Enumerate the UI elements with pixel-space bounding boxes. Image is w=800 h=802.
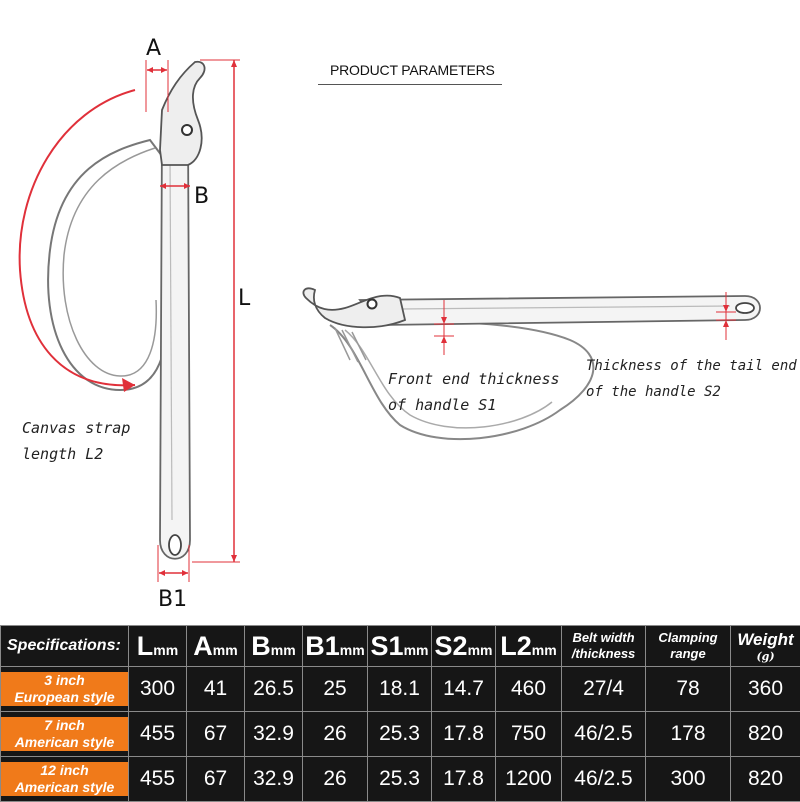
label-b1: B1 bbox=[158, 587, 187, 612]
cell-l: 300 bbox=[129, 667, 187, 712]
cell-s2: 17.8 bbox=[432, 712, 496, 757]
specifications-table: Specifications: Lmm Amm Bmm B1mm S1mm S2… bbox=[0, 625, 800, 802]
header-belt: Belt width/thickness bbox=[562, 626, 646, 667]
vertical-head bbox=[160, 62, 205, 165]
horizontal-head bbox=[303, 288, 405, 327]
header-s2: S2mm bbox=[432, 626, 496, 667]
cell-b: 32.9 bbox=[245, 712, 303, 757]
label-l: L bbox=[238, 286, 250, 311]
cell-l2: 750 bbox=[496, 712, 562, 757]
cell-s1: 25.3 bbox=[368, 757, 432, 802]
header-s1: S1mm bbox=[368, 626, 432, 667]
cell-l2: 460 bbox=[496, 667, 562, 712]
canvas-strap-label: Canvas strap length L2 bbox=[22, 415, 130, 467]
title-underline bbox=[318, 84, 502, 85]
table-header-row: Specifications: Lmm Amm Bmm B1mm S1mm S2… bbox=[1, 626, 800, 667]
cell-a: 41 bbox=[187, 667, 245, 712]
label-a: A bbox=[146, 36, 161, 61]
specifications-header: Specifications: bbox=[1, 626, 129, 667]
cell-l2: 1200 bbox=[496, 757, 562, 802]
cell-clamping: 78 bbox=[646, 667, 731, 712]
cell-b: 32.9 bbox=[245, 757, 303, 802]
label-b: B bbox=[194, 184, 209, 209]
header-l2: L2mm bbox=[496, 626, 562, 667]
front-thickness-label: Front end thickness of handle S1 bbox=[388, 366, 560, 418]
vertical-handle bbox=[160, 130, 190, 559]
cell-l: 455 bbox=[129, 712, 187, 757]
cell-s1: 25.3 bbox=[368, 712, 432, 757]
cell-s2: 14.7 bbox=[432, 667, 496, 712]
header-l: Lmm bbox=[129, 626, 187, 667]
cell-b1: 25 bbox=[303, 667, 368, 712]
cell-belt: 46/2.5 bbox=[562, 712, 646, 757]
header-weight: Weight(g) bbox=[731, 626, 800, 667]
cell-clamping: 178 bbox=[646, 712, 731, 757]
product-diagram: A B L B1 PRODUCT PARAMETERS Canvas strap… bbox=[0, 0, 800, 625]
cell-weight: 820 bbox=[731, 712, 800, 757]
cell-weight: 360 bbox=[731, 667, 800, 712]
header-b1: B1mm bbox=[303, 626, 368, 667]
tail-thickness-label: Thickness of the tail end of the handle … bbox=[586, 353, 797, 405]
cell-l: 455 bbox=[129, 757, 187, 802]
vertical-strap-loop bbox=[48, 140, 166, 390]
cell-a: 67 bbox=[187, 712, 245, 757]
cell-belt: 27/4 bbox=[562, 667, 646, 712]
header-a: Amm bbox=[187, 626, 245, 667]
cell-b1: 26 bbox=[303, 712, 368, 757]
cell-s1: 18.1 bbox=[368, 667, 432, 712]
cell-weight: 820 bbox=[731, 757, 800, 802]
cell-belt: 46/2.5 bbox=[562, 757, 646, 802]
wrench-illustration bbox=[0, 0, 800, 625]
cell-clamping: 300 bbox=[646, 757, 731, 802]
header-b: Bmm bbox=[245, 626, 303, 667]
cell-b: 26.5 bbox=[245, 667, 303, 712]
cell-b1: 26 bbox=[303, 757, 368, 802]
horizontal-handle bbox=[360, 296, 760, 325]
cell-a: 67 bbox=[187, 757, 245, 802]
product-parameters-title: PRODUCT PARAMETERS bbox=[330, 62, 495, 78]
cell-s2: 17.8 bbox=[432, 757, 496, 802]
